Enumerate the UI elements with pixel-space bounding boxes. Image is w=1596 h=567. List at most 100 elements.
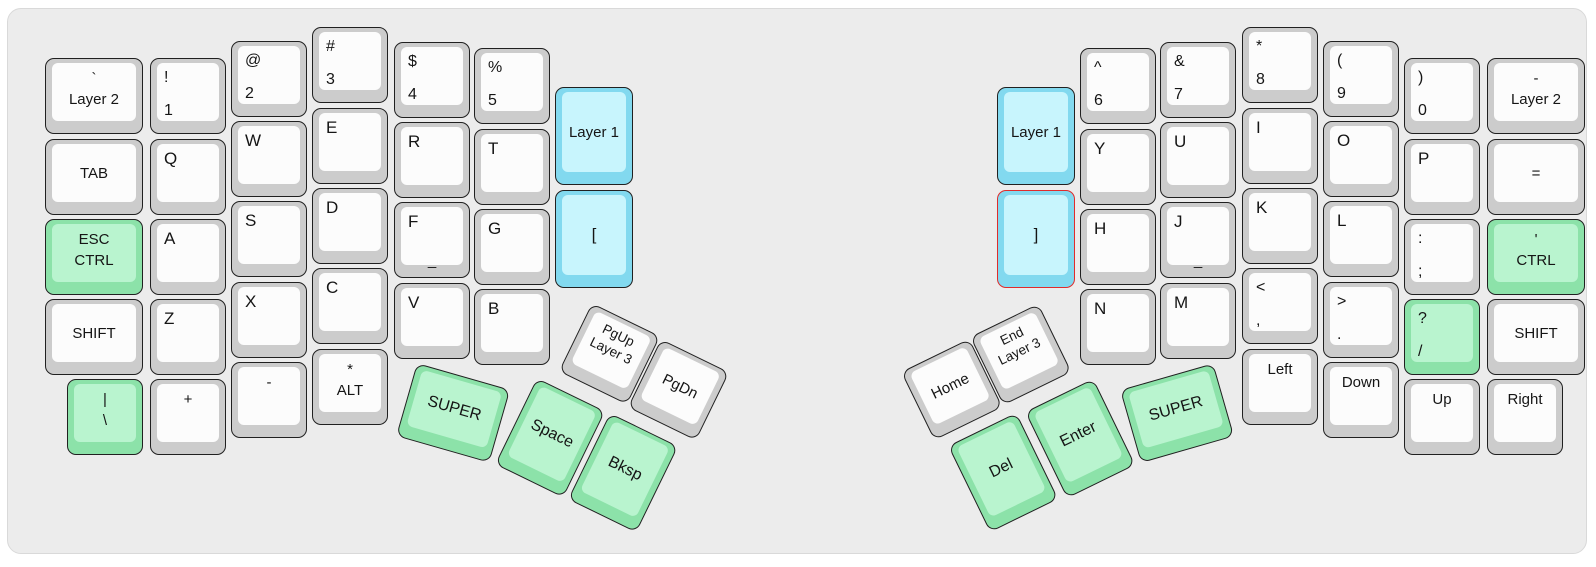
key-w[interactable]: W (231, 121, 307, 197)
key-amp-7[interactable]: &7 (1160, 42, 1236, 118)
key-r[interactable]: R (394, 122, 470, 198)
key-c[interactable]: C (312, 268, 388, 344)
keycap-surface (74, 384, 136, 442)
key-arrow-up[interactable]: Up (1404, 379, 1480, 455)
key-a[interactable]: A (150, 219, 226, 295)
key-dash-layer2[interactable]: -Layer 2 (1487, 58, 1585, 134)
key-labels: Enter (1035, 388, 1122, 483)
key-rparen-0[interactable]: )0 (1404, 58, 1480, 134)
key-star-alt[interactable]: *ALT (312, 349, 388, 425)
key-z[interactable]: Z (150, 299, 226, 375)
key-q[interactable]: Q (150, 139, 226, 215)
key-dollar-4[interactable]: $4 (394, 42, 470, 118)
key-equals[interactable]: = (1487, 139, 1585, 215)
key-layer1-right[interactable]: Layer 1 (997, 87, 1075, 185)
key-labels: #3 (320, 33, 380, 89)
key-labels: *8 (1250, 33, 1310, 89)
key-b[interactable]: B (474, 289, 550, 365)
keycap-surface (481, 294, 543, 352)
key-labels: P (1412, 145, 1472, 201)
key-label: B (488, 299, 500, 318)
key-layer1-left[interactable]: Layer 1 (555, 87, 633, 185)
key-k[interactable]: K (1242, 188, 1318, 264)
keycap-surface (1330, 287, 1392, 345)
key-label: Layer 2 (68, 91, 120, 108)
key-lparen-9[interactable]: (9 (1323, 41, 1399, 117)
key-m[interactable]: M (1160, 283, 1236, 359)
key-rbracket[interactable]: ] (997, 190, 1075, 288)
key-label: Y (1094, 139, 1106, 158)
key-o[interactable]: O (1323, 121, 1399, 197)
key-labels: 'CTRL (1495, 225, 1577, 281)
key-grave-layer2[interactable]: `Layer 2 (45, 58, 143, 134)
key-l[interactable]: L (1323, 201, 1399, 277)
key-super-left[interactable]: SUPER (396, 363, 511, 463)
key-label: 0 (1418, 102, 1427, 119)
key-labels: Layer 1 (563, 93, 625, 171)
key-j[interactable]: J_ (1160, 202, 1236, 278)
key-label: Del (986, 455, 1016, 482)
key-plus[interactable]: + (150, 379, 226, 455)
key-arrow-down[interactable]: Down (1323, 362, 1399, 438)
key-label: 8 (1256, 71, 1265, 88)
keycap-surface (238, 206, 300, 264)
key-lbracket[interactable]: [ (555, 190, 633, 288)
key-pipe-backslash[interactable]: |\ (67, 379, 143, 455)
key-minus[interactable]: - (231, 362, 307, 438)
key-y[interactable]: Y (1080, 129, 1156, 205)
key-label: - (1533, 70, 1539, 87)
key-i[interactable]: I (1242, 108, 1318, 184)
keycap-surface (52, 63, 136, 121)
keycap-surface (562, 92, 626, 172)
keycap-surface (481, 53, 543, 111)
key-tab[interactable]: TAB (45, 139, 143, 215)
key-p[interactable]: P (1404, 139, 1480, 215)
key-v[interactable]: V (394, 283, 470, 359)
key-labels: %5 (482, 54, 542, 110)
key-label: 4 (408, 86, 417, 103)
key-x[interactable]: X (231, 282, 307, 358)
key-excl-1[interactable]: !1 (150, 58, 226, 134)
key-label: ! (164, 69, 169, 86)
key-label: SUPER (425, 392, 484, 425)
key-label: < (1256, 279, 1266, 296)
key-e[interactable]: E (312, 108, 388, 184)
key-colon-semicolon[interactable]: :; (1404, 219, 1480, 295)
key-star-8[interactable]: *8 (1242, 27, 1318, 103)
keycap-surface (1411, 224, 1473, 282)
key-at-2[interactable]: @2 (231, 41, 307, 117)
key-gt-period[interactable]: >. (1323, 282, 1399, 358)
key-g[interactable]: G (474, 209, 550, 285)
key-f[interactable]: F_ (394, 202, 470, 278)
key-lt-comma[interactable]: <, (1242, 268, 1318, 344)
key-shift-left[interactable]: SHIFT (45, 299, 143, 375)
keycap-surface (1249, 193, 1311, 251)
key-percent-5[interactable]: %5 (474, 48, 550, 124)
keycap-surface (1004, 195, 1068, 275)
key-h[interactable]: H (1080, 209, 1156, 285)
keycap-surface (401, 127, 463, 185)
key-s[interactable]: S (231, 201, 307, 277)
key-arrow-right[interactable]: Right (1487, 379, 1563, 455)
key-label: SHIFT (1514, 324, 1558, 342)
keycap-surface (978, 311, 1060, 391)
key-question-slash[interactable]: ?/ (1404, 299, 1480, 375)
key-labels: `Layer 2 (53, 64, 135, 120)
key-d[interactable]: D (312, 188, 388, 264)
key-n[interactable]: N (1080, 289, 1156, 365)
key-t[interactable]: T (474, 129, 550, 205)
key-super-right[interactable]: SUPER (1120, 363, 1235, 464)
keycap-surface (1411, 304, 1473, 362)
key-u[interactable]: U (1160, 122, 1236, 198)
keycap-surface (319, 193, 381, 251)
key-shift-right[interactable]: SHIFT (1487, 299, 1585, 375)
key-arrow-left[interactable]: Left (1242, 349, 1318, 425)
key-label: L (1337, 211, 1347, 230)
key-caret-6[interactable]: ^6 (1080, 48, 1156, 124)
keycap-surface (157, 63, 219, 121)
key-label: 1 (164, 102, 173, 119)
key-quote-ctrl[interactable]: 'CTRL (1487, 219, 1585, 295)
key-hash-3[interactable]: #3 (312, 27, 388, 103)
keycap-surface (319, 113, 381, 171)
